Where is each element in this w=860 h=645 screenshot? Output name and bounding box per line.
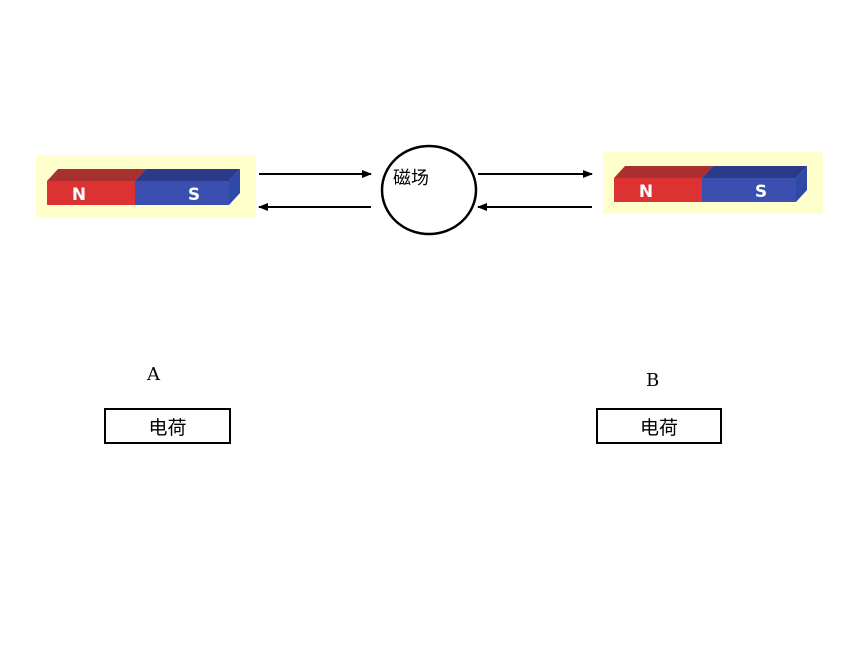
magnet-left-north-top — [47, 169, 146, 181]
magnet-left-south-label: S — [188, 185, 200, 205]
magnet-right-south-label: S — [755, 182, 767, 202]
magnet-right-south-top — [702, 166, 807, 178]
magnet-left-south-top — [135, 169, 240, 181]
magnet-left-south-face — [135, 181, 229, 205]
magnet-right-north-top — [614, 166, 713, 178]
magnet-right-south-side — [796, 166, 807, 202]
magnetic-field-label: 磁场 — [393, 168, 429, 189]
magnet-right-south-face — [702, 178, 796, 202]
magnet-right-north-label: N — [639, 182, 653, 202]
magnet-right: N S — [603, 152, 823, 214]
magnet-right-north-face — [614, 178, 702, 202]
charge-b-marker: B — [646, 370, 660, 391]
magnet-left-north-face — [47, 181, 135, 205]
charge-a-box: 电荷 — [104, 408, 231, 444]
magnetic-field-circle — [380, 144, 478, 236]
charge-b-box: 电荷 — [596, 408, 722, 444]
magnet-left-south-side — [229, 169, 240, 205]
charge-a-marker: A — [147, 364, 160, 385]
magnet-left-north-label: N — [72, 185, 86, 205]
magnet-left: N S — [36, 155, 256, 217]
